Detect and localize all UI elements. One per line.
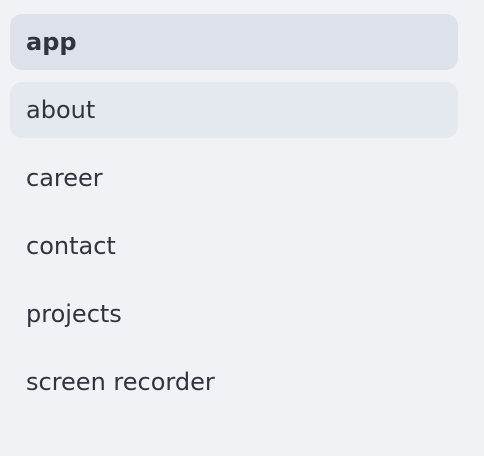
sidebar-item-label: about bbox=[26, 96, 96, 124]
sidebar-item-projects[interactable]: projects bbox=[10, 286, 458, 342]
sidebar-item-screen-recorder[interactable]: screen recorder bbox=[10, 354, 458, 410]
sidebar-item-label: projects bbox=[26, 300, 122, 328]
sidebar-item-label: career bbox=[26, 164, 103, 192]
sidebar-item-about[interactable]: about bbox=[10, 82, 458, 138]
sidebar-item-label: contact bbox=[26, 232, 116, 260]
sidebar-item-career[interactable]: career bbox=[10, 150, 458, 206]
sidebar-nav: app about career contact projects screen… bbox=[10, 14, 458, 422]
sidebar-item-app[interactable]: app bbox=[10, 14, 458, 70]
sidebar-item-label: app bbox=[26, 28, 77, 56]
sidebar-item-contact[interactable]: contact bbox=[10, 218, 458, 274]
sidebar-item-label: screen recorder bbox=[26, 368, 215, 396]
